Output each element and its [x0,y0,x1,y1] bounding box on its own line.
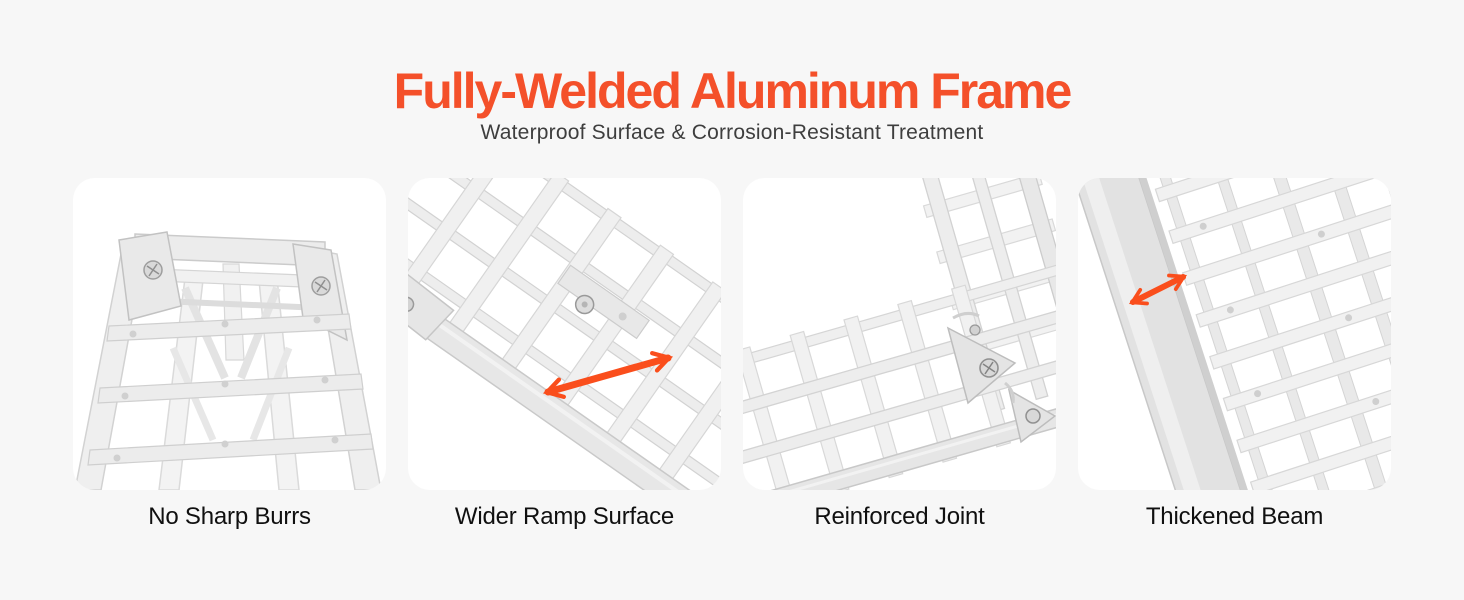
ramp-joint-photo [743,178,1056,490]
feature-caption: Wider Ramp Surface [454,503,675,530]
feature-no-sharp-burrs: No Sharp Burrs [73,178,386,531]
feature-card [73,178,386,490]
feature-wider-ramp-surface: Wider Ramp Surface [408,178,721,531]
folded-ramp-top-photo [74,231,382,490]
page-subtitle: Waterproof Surface & Corrosion-Resistant… [480,121,984,144]
feature-caption: Thickened Beam [1145,503,1324,530]
ramp-side-beam-photo [1078,178,1391,490]
feature-caption: No Sharp Burrs [148,503,311,530]
feature-card [743,178,1056,490]
feature-reinforced-joint: Reinforced Joint [743,178,1056,531]
ramp-surface-photo [408,178,721,490]
feature-thickened-beam: Thickened Beam [1078,178,1391,531]
beam-arrow-icon [1128,273,1188,306]
page-title: Fully-Welded Aluminum Frame [393,63,1073,119]
width-arrow-icon [542,351,674,399]
feature-card [1078,178,1391,490]
feature-card [408,178,721,490]
feature-caption: Reinforced Joint [814,503,985,530]
